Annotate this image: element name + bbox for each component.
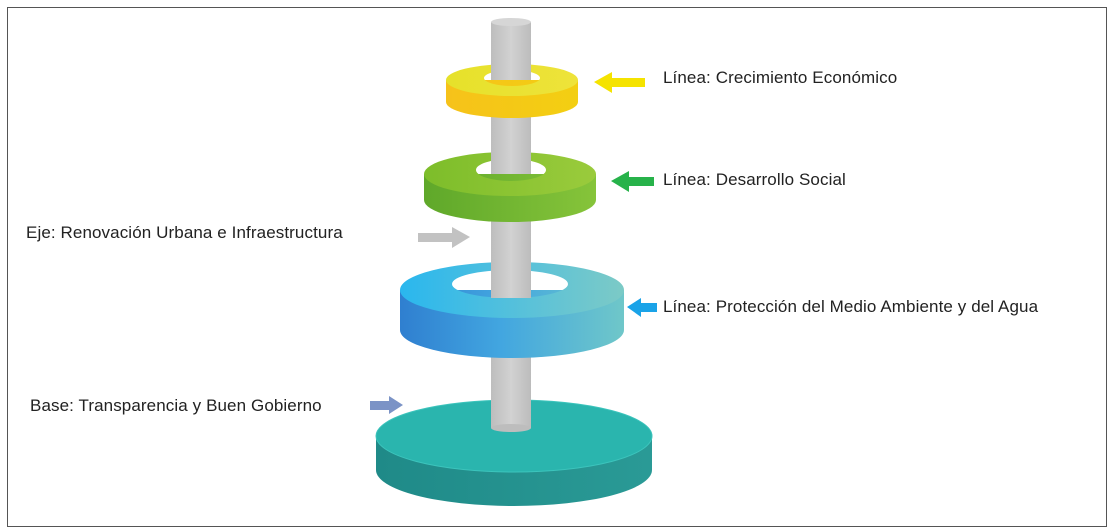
arrow-axis <box>418 227 470 248</box>
label-line-environment: Línea: Protección del Medio Ambiente y d… <box>663 297 1039 316</box>
ring-environment <box>400 262 624 358</box>
arrow-base <box>370 396 403 414</box>
ring-social <box>424 150 596 222</box>
arrow-social <box>611 171 654 192</box>
label-line-social: Línea: Desarrollo Social <box>663 170 846 189</box>
label-axis: Eje: Renovación Urbana e Infraestructura <box>26 223 343 242</box>
arrow-environment <box>627 298 657 317</box>
arrow-economic <box>594 72 645 93</box>
label-base: Base: Transparencia y Buen Gobierno <box>30 396 322 415</box>
ring-economic <box>446 62 578 118</box>
base-disc <box>375 399 653 506</box>
label-line-economic: Línea: Crecimiento Económico <box>663 68 898 87</box>
